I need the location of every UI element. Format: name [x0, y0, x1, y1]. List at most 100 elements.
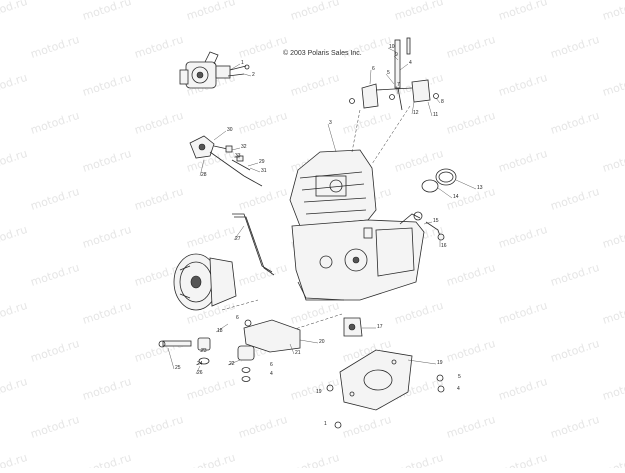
leader-line-c26: [195, 365, 201, 375]
watermark-text: motod.ru: [185, 375, 237, 403]
exhaust-seal: [421, 168, 457, 193]
watermark-text: motod.ru: [601, 223, 625, 251]
leader-line-c32: [231, 147, 241, 151]
leader-line-c12: [411, 101, 415, 115]
leader-line-c7: [395, 85, 399, 95]
throttle-cable-assembly: [189, 135, 263, 187]
leader-line-c4: [399, 63, 409, 71]
watermark-text: motod.ru: [601, 299, 625, 327]
watermark-text: motod.ru: [601, 451, 625, 468]
watermark-text: motod.ru: [445, 337, 497, 365]
callout-c5: 5: [387, 70, 390, 76]
watermark-text: motod.ru: [81, 451, 133, 468]
watermark-text: motod.ru: [133, 109, 185, 137]
callout-c1: 1: [241, 60, 244, 66]
copyright-notice: © 2003 Polaris Sales Inc.: [283, 50, 362, 57]
leader-line-c22: [227, 359, 241, 366]
callout-c28: 28: [201, 172, 207, 178]
watermark-text: motod.ru: [549, 109, 601, 137]
watermark-text: motod.ru: [341, 109, 393, 137]
watermark-text: motod.ru: [29, 109, 81, 137]
watermark-text: motod.ru: [0, 71, 29, 99]
callout-c25: 25: [175, 365, 181, 371]
callout-c13: 13: [477, 185, 483, 191]
watermark-text: motod.ru: [289, 299, 341, 327]
callout-extra-2: 5: [458, 374, 461, 380]
callout-c8: 8: [441, 99, 444, 105]
watermark-text: motod.ru: [133, 413, 185, 441]
leader-line-c1: [229, 63, 241, 71]
leader-line-c9: [393, 55, 399, 61]
leader-line-c24: [195, 361, 203, 366]
watermark-text: motod.ru: [549, 337, 601, 365]
watermark-text: motod.ru: [497, 223, 549, 251]
leader-line-c13: [455, 179, 477, 190]
leader-line-c10: [387, 47, 397, 53]
watermark-text: motod.ru: [0, 375, 29, 403]
watermark-text: motod.ru: [81, 375, 133, 403]
watermark-text: motod.ru: [237, 185, 289, 213]
callout-c19: 19: [437, 360, 443, 366]
callout-c27: 27: [235, 236, 241, 242]
callout-c10: 10: [389, 44, 395, 50]
callout-c7: 7: [397, 82, 400, 88]
watermark-text: motod.ru: [237, 109, 289, 137]
leader-line-c19: [407, 359, 437, 365]
leader-line-c11: [427, 101, 433, 117]
watermark-text: motod.ru: [601, 0, 625, 23]
watermark-text: motod.ru: [549, 33, 601, 61]
callout-c29: 29: [259, 159, 265, 165]
watermark-text: motod.ru: [601, 147, 625, 175]
callout-extra-1: 6: [236, 315, 239, 321]
carburetor: [179, 51, 250, 89]
rubber-damper: [343, 317, 363, 337]
watermark-text: motod.ru: [497, 299, 549, 327]
watermark-text: motod.ru: [393, 299, 445, 327]
callout-c21: 21: [295, 350, 301, 356]
watermark-text: motod.ru: [185, 223, 237, 251]
leader-line-c31: [249, 167, 261, 173]
callout-c3: 3: [329, 120, 332, 126]
leader-line-c18: [215, 323, 229, 333]
leader-line-c5: [385, 73, 395, 85]
callout-c26: 26: [197, 370, 203, 376]
watermark-text: motod.ru: [601, 375, 625, 403]
watermark-text: motod.ru: [497, 147, 549, 175]
leader-line-c20: [299, 339, 319, 344]
watermark-text: motod.ru: [133, 33, 185, 61]
watermark-text: motod.ru: [0, 147, 29, 175]
watermark-text: motod.ru: [81, 223, 133, 251]
watermark-text: motod.ru: [445, 261, 497, 289]
watermark-text: motod.ru: [393, 0, 445, 23]
drive-clutch: [173, 253, 237, 311]
watermark-text: motod.ru: [289, 0, 341, 23]
engine-block: [289, 149, 425, 301]
leader-line-c27: [233, 225, 245, 241]
mounting-plate: [326, 349, 445, 429]
leader-line-c25: [167, 347, 175, 370]
callout-c12: 12: [413, 110, 419, 116]
leader-line-c6: [369, 69, 372, 85]
watermark-text: motod.ru: [81, 71, 133, 99]
leader-line-c3: [327, 123, 337, 153]
watermark-text: motod.ru: [289, 71, 341, 99]
watermark-text: motod.ru: [341, 413, 393, 441]
alignment-lines: [221, 105, 411, 331]
callout-c2: 2: [252, 72, 255, 78]
watermark-text: motod.ru: [0, 299, 29, 327]
leader-line-c28: [199, 159, 205, 177]
callout-c4: 4: [409, 60, 412, 66]
leader-line-c29: [247, 162, 259, 167]
callout-c18: 18: [217, 328, 223, 334]
watermark-text: motod.ru: [237, 413, 289, 441]
watermark-text: motod.ru: [81, 147, 133, 175]
callout-extra-0: 4: [270, 371, 273, 377]
watermark-text: motod.ru: [81, 299, 133, 327]
engine-mount-bracket-top: [349, 37, 439, 111]
callout-labels: 1234567891011121314151617181920212223242…: [175, 44, 483, 427]
leader-line-c21: [289, 343, 295, 355]
callout-c24: 24: [197, 361, 203, 367]
callout-c14: 14: [453, 194, 459, 200]
watermark-text: motod.ru: [393, 147, 445, 175]
watermark-text: motod.ru: [81, 0, 133, 23]
